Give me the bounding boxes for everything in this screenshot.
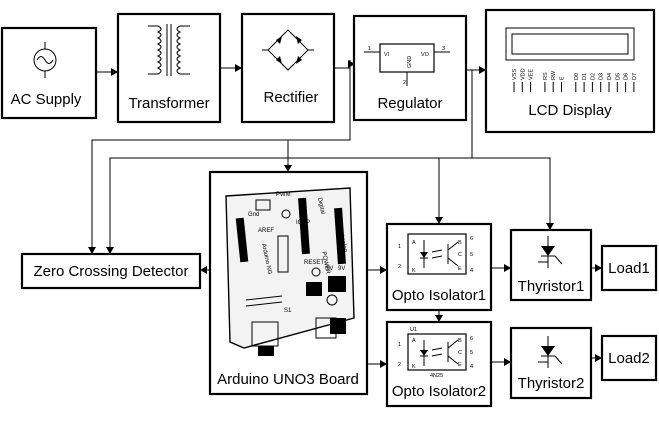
opto-isolator2-block: U1 4N25 1 2 A K B C E 6 5 4 Opto Isolato… <box>385 320 493 408</box>
regulator-chip-icon <box>379 43 435 73</box>
load2-block: Load2 <box>600 334 658 382</box>
board-9v-mark: 9V <box>338 266 345 272</box>
lcd-pin-label: D7 <box>632 73 638 80</box>
thyristor1-block: Thyristor1 <box>509 228 593 302</box>
arduino-label: Arduino UNO3 Board <box>217 371 359 388</box>
optocoupler1-icon <box>407 233 467 275</box>
board-5v-mark: 5V <box>326 266 333 272</box>
wire-rectifier-distribution <box>91 68 351 249</box>
opto2-ref-label: U1 <box>410 327 417 333</box>
lcd-screen-icon <box>505 27 635 61</box>
opto-isolator1-block: 1 2 A K B C E 6 5 4 Opto Isolator1 <box>385 222 493 312</box>
load1-label: Load1 <box>608 260 650 277</box>
arduino-board-block: Arduino NG POWER Analog Gnd AREF RESET 5… <box>208 170 369 396</box>
opto2-part-label: 4N25 <box>430 373 443 379</box>
opto2-pin-a: A <box>412 338 416 344</box>
rectifier-label: Rectifier <box>263 89 318 106</box>
lcd-pin-label: D0 <box>574 73 580 80</box>
load2-label: Load2 <box>608 350 650 367</box>
thyristor1-label: Thyristor1 <box>518 278 585 295</box>
board-s1-mark: S1 <box>284 308 292 314</box>
wire-rail-to-thyristor1 <box>472 157 551 225</box>
opto2-pin-b: B <box>458 338 462 344</box>
load1-block: Load1 <box>600 244 658 292</box>
opto1-pin-2: 2 <box>398 264 401 270</box>
lcd-pin-label: D3 <box>599 73 605 80</box>
lcd-pin-label: VSS <box>512 69 518 80</box>
lcd-pin-label: D1 <box>582 73 588 80</box>
opto2-pin-2: 2 <box>398 362 401 368</box>
opto1-pin-c: C <box>458 252 462 258</box>
thyristor1-icon <box>538 236 563 268</box>
ac-supply-label: AC Supply <box>11 91 82 108</box>
regulator-pin-vi: VI <box>384 52 390 58</box>
ac-supply-block: AC Supply <box>0 26 98 120</box>
lcd-pin-label: VDD <box>520 68 526 80</box>
opto2-pin-5: 5 <box>470 350 473 356</box>
opto1-pin-b: B <box>458 240 462 246</box>
opto2-pin-4: 4 <box>470 364 473 370</box>
transformer-block: Transformer <box>116 12 222 124</box>
board-icsp-mark: ICSP <box>296 220 310 226</box>
regulator-pin-gnd: GND <box>407 56 413 68</box>
lcd-pin-label: D5 <box>615 73 621 80</box>
board-pwm-mark: PWM <box>276 192 291 198</box>
board-gnd-mark: Gnd <box>248 212 259 218</box>
regulator-label: Regulator <box>377 95 442 112</box>
lcd-display-label: LCD Display <box>528 102 612 119</box>
regulator-pin-3: 3 <box>442 46 445 52</box>
optocoupler2-icon <box>407 333 467 371</box>
lcd-pin-label: D2 <box>590 73 596 80</box>
regulator-pin-2: 2 <box>403 80 406 86</box>
opto1-pin-e: E <box>458 266 462 272</box>
opto2-pin-k: K <box>412 364 416 370</box>
transformer-icon <box>148 24 190 76</box>
lcd-pin-label: RW <box>551 70 557 80</box>
opto1-pin-5: 5 <box>470 252 473 258</box>
lcd-pin-label: E <box>560 76 566 80</box>
lcd-pin-label: RS <box>543 72 549 80</box>
board-analog-mark: Analog <box>338 233 348 253</box>
opto1-pin-6: 6 <box>470 236 473 242</box>
opto2-pin-e: E <box>458 362 462 368</box>
wire-rectifier-to-regulator <box>334 60 351 69</box>
lcd-pin-label: VEE <box>529 69 535 80</box>
thyristor2-icon <box>538 336 563 368</box>
opto2-pin-6: 6 <box>470 336 473 342</box>
opto1-pin-k: K <box>412 268 416 274</box>
arduino-board-icon: Arduino NG POWER Analog Gnd AREF RESET 5… <box>225 187 355 356</box>
opto1-pin-1: 1 <box>398 244 401 250</box>
lcd-pin-label: D6 <box>624 73 630 80</box>
zero-crossing-detector-block: Zero Crossing Detector <box>20 252 202 290</box>
regulator-block: VI VO GND 1 2 3 Regulator <box>352 14 468 122</box>
board-power-mark: POWER <box>320 251 331 275</box>
rectifier-block: Rectifier <box>240 12 336 124</box>
wires <box>88 60 602 368</box>
regulator-pin-vo: VO <box>421 52 430 58</box>
wire-regulator-rail <box>109 70 473 249</box>
thyristor2-block: Thyristor2 <box>509 326 593 400</box>
board-digital-mark: Digital <box>316 197 325 215</box>
regulator-pin-1: 1 <box>368 46 371 52</box>
board-aref-mark: AREF <box>258 228 274 234</box>
opto1-pin-4: 4 <box>470 268 473 274</box>
bridge-rectifier-icon <box>262 29 314 71</box>
opto-isolator1-label: Opto Isolator1 <box>392 287 486 304</box>
lcd-pin-label: D4 <box>607 73 613 80</box>
thyristor2-label: Thyristor2 <box>518 375 585 392</box>
transformer-label: Transformer <box>128 95 209 112</box>
opto-isolator2-label: Opto Isolator2 <box>392 383 486 400</box>
opto1-pin-a: A <box>412 240 416 246</box>
zero-crossing-label: Zero Crossing Detector <box>33 263 188 280</box>
opto2-pin-1: 1 <box>398 342 401 348</box>
opto2-pin-c: C <box>458 350 462 356</box>
board-reset-mark: RESET <box>304 260 324 266</box>
